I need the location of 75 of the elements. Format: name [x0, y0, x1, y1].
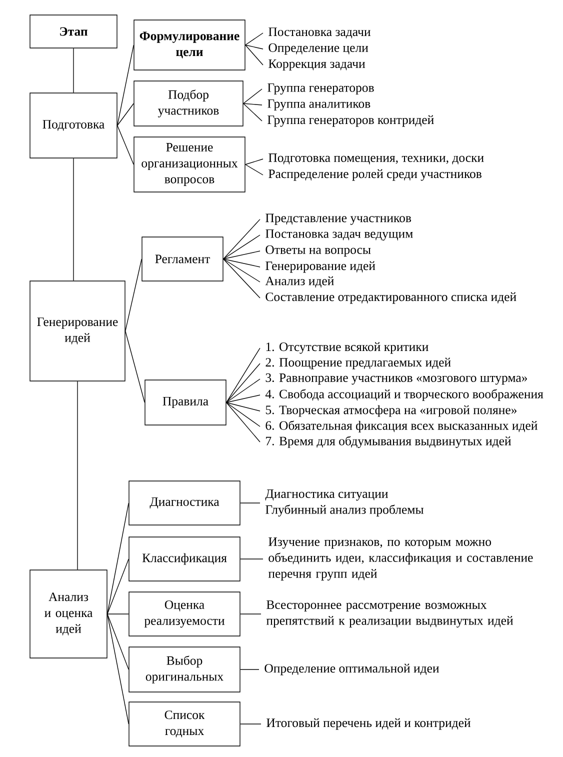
- connector-line: [226, 363, 260, 403]
- item-text: Определение оптимальной идеи: [264, 664, 439, 676]
- connector-line: [223, 258, 260, 298]
- step-box: Формулирование цели: [134, 20, 246, 70]
- item-text: Анализ идей: [265, 276, 334, 288]
- connector-line: [223, 258, 260, 282]
- description-text: Диагностика ситуации Глубинный анализ проблемы: [265, 490, 424, 517]
- step-box: Регламент: [142, 236, 224, 282]
- item-text: Группа генераторов контридей: [268, 115, 434, 127]
- item-text: 4. Свобода ассоциаций и творческого воображения: [265, 389, 544, 401]
- item-text: 3. Равноправие участников «мозгового штурма»: [266, 373, 527, 385]
- connector-line: [240, 502, 260, 504]
- connector-line: [73, 48, 74, 93]
- connector-line: [125, 258, 142, 332]
- step-box: Оценка реализуемости: [128, 592, 240, 636]
- connector-line: [240, 669, 260, 670]
- step-box: Подбор участников: [134, 80, 244, 126]
- connector-line: [223, 250, 260, 260]
- connector-line: [107, 614, 129, 670]
- connector-line: [117, 103, 134, 126]
- item-text: Представление участников: [266, 214, 412, 225]
- connector-line: [245, 32, 264, 46]
- item-text: 1. Отсутствие всякой критики: [266, 342, 428, 354]
- connector-line: [226, 402, 260, 412]
- step-box: Список годных: [128, 702, 240, 746]
- connector-line: [107, 502, 129, 614]
- connector-line: [226, 348, 260, 403]
- connector-line: [107, 558, 129, 614]
- connector-line: [226, 394, 260, 403]
- connector-line: [245, 44, 264, 66]
- item-text: 5. Творческая атмосфера на «игровой поляне»: [266, 405, 516, 417]
- item-text: 6. Обязательная фиксация всех высказанных идей: [266, 420, 538, 432]
- connector-line: [226, 402, 260, 442]
- item-text: 7. Время для обдумывания выдвинутых идей: [266, 436, 512, 448]
- connector-line: [226, 378, 260, 403]
- item-text: Составление отредактированного списка идей: [266, 292, 516, 304]
- step-box: Классификация: [128, 536, 240, 582]
- item-text: Постановка задач ведущим: [266, 229, 413, 241]
- stage-box: Анализ и оценка идей: [30, 570, 108, 658]
- connector-line: [125, 330, 145, 403]
- step-box: Выбор оригинальных: [128, 646, 240, 692]
- step-box: Решение организационных вопросов: [134, 136, 246, 192]
- stage-box: Подготовка: [30, 92, 118, 158]
- connector-line: [223, 218, 260, 260]
- item-text: Ответы на вопросы: [266, 245, 371, 257]
- connector-line: [245, 44, 264, 50]
- connector-line: [245, 158, 264, 165]
- item-text: Постановка задачи: [268, 28, 370, 38]
- description-text: Изучение признаков, по которым можно объединить идеи, классификация и составление перечня групп идей: [268, 538, 533, 580]
- connector-line: [77, 381, 78, 570]
- connector-line: [243, 88, 262, 104]
- item-text: Группа аналитиков: [268, 99, 370, 111]
- item-text: Распределение ролей среди участников: [268, 169, 482, 181]
- connector-line: [226, 402, 260, 427]
- connector-line: [223, 258, 260, 268]
- stage-box: Генерирование идей: [30, 280, 126, 382]
- connector-line: [245, 164, 264, 176]
- item-text: Генерирование идей: [266, 261, 376, 273]
- item-text: Подготовка помещения, техники, доски: [268, 154, 484, 164]
- description-text: Всестороннее рассмотрение возможных препятствий к реализации выдвинутых идей: [266, 600, 514, 628]
- connector-line: [107, 614, 129, 724]
- connector-line: [73, 158, 74, 281]
- item-text: 2. Поощрение предлагаемых идей: [266, 358, 451, 370]
- stage-box: Этап: [30, 14, 118, 48]
- item-text: Группа генераторов: [268, 83, 374, 95]
- item-text: Итоговый перечень идей и контридей: [266, 718, 471, 730]
- step-box: Диагностика: [128, 480, 240, 526]
- connector-line: [240, 558, 264, 560]
- connector-line: [243, 103, 262, 122]
- connector-line: [117, 44, 134, 126]
- item-text: Коррекция задачи: [268, 59, 366, 71]
- connector-line: [243, 103, 262, 106]
- step-box: Правила: [144, 380, 226, 426]
- connector-line: [223, 234, 260, 260]
- item-text: Определение цели: [268, 43, 368, 55]
